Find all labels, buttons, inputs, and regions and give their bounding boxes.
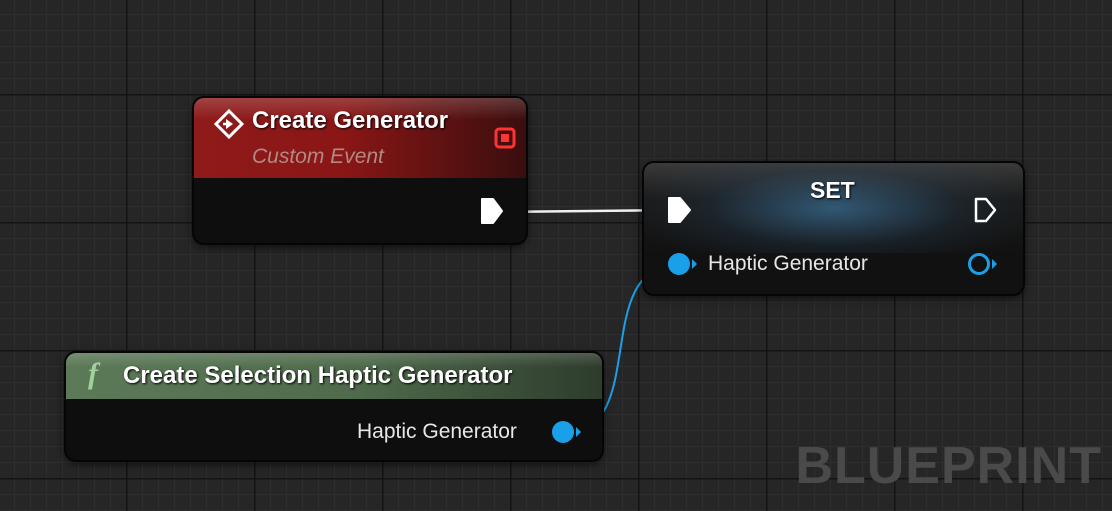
event-node-subtitle: Custom Event xyxy=(252,145,384,168)
set-variable-node[interactable]: SET Haptic Generator xyxy=(644,163,1023,294)
object-pin-icon[interactable] xyxy=(550,419,584,445)
set-pin-label: Haptic Generator xyxy=(708,252,868,275)
func-node-title: Create Selection Haptic Generator xyxy=(123,362,513,389)
create-generator-event-node[interactable]: Create Generator Custom Event xyxy=(194,98,526,243)
exec-pin-icon[interactable] xyxy=(972,195,1000,225)
event-node-title: Create Generator xyxy=(252,107,449,134)
event-node-header[interactable]: Create Generator Custom Event xyxy=(194,98,526,178)
exec-pin-icon[interactable] xyxy=(479,196,505,226)
create-selection-haptic-generator-node[interactable]: f Create Selection Haptic Generator Hapt… xyxy=(66,353,602,460)
function-icon: f xyxy=(88,357,98,390)
exec-pin-icon[interactable] xyxy=(666,195,694,225)
func-node-header[interactable]: f Create Selection Haptic Generator xyxy=(66,353,602,399)
blueprint-watermark: BLUEPRINT xyxy=(795,437,1102,495)
func-pin-label: Haptic Generator xyxy=(357,420,517,443)
set-node-title: SET xyxy=(810,177,855,203)
object-pin-icon[interactable] xyxy=(966,251,1000,277)
custom-event-icon xyxy=(214,109,244,139)
delegate-pin-icon[interactable] xyxy=(494,127,516,149)
set-node-header[interactable] xyxy=(644,163,1023,253)
object-pin-icon[interactable] xyxy=(666,251,700,277)
